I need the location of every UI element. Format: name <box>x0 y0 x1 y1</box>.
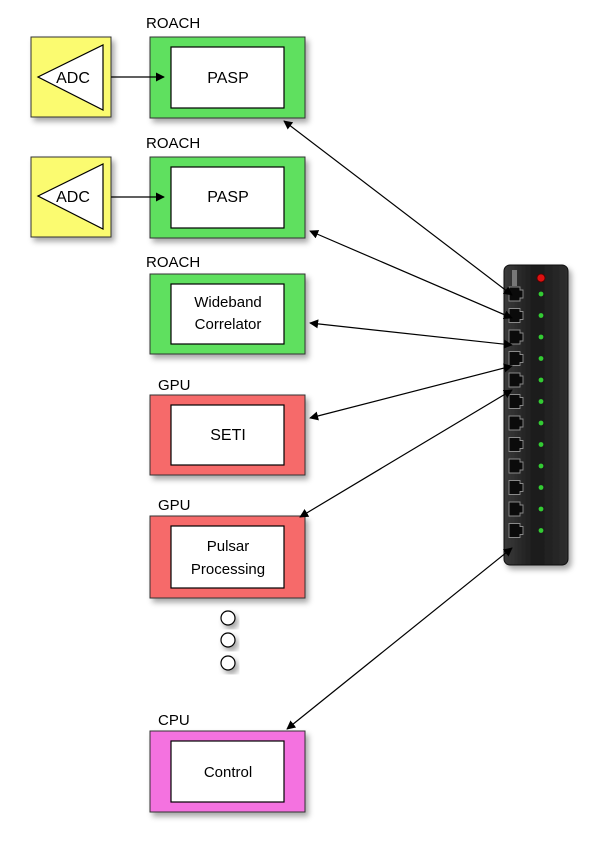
amplifier-icon <box>36 163 104 230</box>
seti-switch-link <box>309 363 513 421</box>
amplifier-icon <box>36 44 104 111</box>
link-led-icon <box>538 399 544 404</box>
roach-label: ROACH <box>146 15 200 32</box>
adc-label: ADC <box>56 189 90 206</box>
link-led-icon <box>538 420 544 426</box>
box-label: Wideband <box>194 294 262 311</box>
roach-board-wideband-correlator: Wideband Correlator <box>149 273 306 355</box>
adc-label: ADC <box>56 70 90 87</box>
pulsar-switch-link <box>299 389 513 518</box>
link-led-icon <box>538 377 544 383</box>
cpu-label: CPU <box>158 712 190 729</box>
link-led-icon <box>538 528 544 533</box>
cpu-control: Control <box>149 730 306 813</box>
box-label: SETI <box>210 427 246 444</box>
roach-board-pasp-2: PASP <box>149 156 306 239</box>
link-led-icon <box>538 442 544 447</box>
gpu-pulsar-processing: Pulsar Processing <box>149 515 306 599</box>
link-led-icon <box>538 485 544 490</box>
roach-board-pasp-1: PASP <box>149 36 306 119</box>
link-led-icon <box>538 334 544 340</box>
ellipsis-dots <box>220 610 236 671</box>
control-switch-link <box>286 547 513 730</box>
adc-block: ADC <box>30 156 112 238</box>
roach-label: ROACH <box>146 135 200 152</box>
box-label: Processing <box>191 561 265 578</box>
power-led-icon <box>536 273 546 283</box>
roach-label: ROACH <box>146 254 200 271</box>
link-led-icon <box>538 356 544 361</box>
link-led-icon <box>538 291 544 297</box>
adc-block: ADC <box>30 36 112 118</box>
pasp-switch-link <box>309 230 513 319</box>
link-led-icon <box>538 463 544 469</box>
switch-indicator <box>512 270 517 286</box>
box-label: PASP <box>207 70 249 87</box>
link-led-icon <box>538 506 544 512</box>
box-label: PASP <box>207 189 249 206</box>
gpu-label: GPU <box>158 377 191 394</box>
ethernet-switch-icon <box>503 264 569 566</box>
correlator-switch-link <box>309 319 513 349</box>
ethernet-port-icon <box>508 523 524 538</box>
box-label: Pulsar <box>207 538 250 555</box>
connections <box>111 72 513 730</box>
gpu-seti: SETI <box>149 394 306 476</box>
gpu-label: GPU <box>158 497 191 514</box>
link-led-icon <box>538 313 544 318</box>
box-label: Correlator <box>195 316 262 333</box>
box-label: Control <box>204 764 252 781</box>
